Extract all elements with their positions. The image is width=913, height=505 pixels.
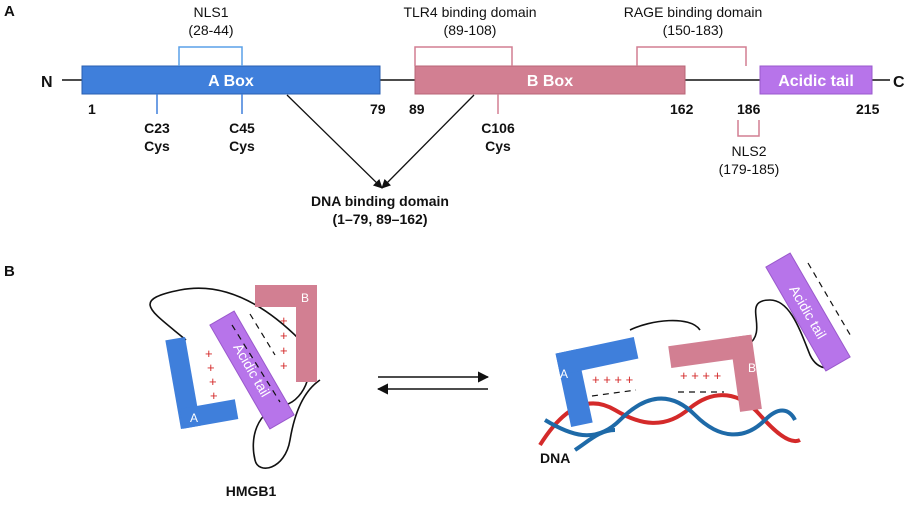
- nls2-bracket: [737, 120, 760, 137]
- acidic-tail-shape-closed: [209, 310, 295, 430]
- panel-b: B A B Acidic tail: [4, 252, 853, 499]
- tlr4-bracket: [414, 46, 513, 66]
- position-1: 1: [88, 101, 96, 117]
- b-box-shape-bound: [668, 334, 762, 412]
- nls1-range: (28-44): [188, 22, 233, 38]
- plus-a-1: +: [205, 346, 213, 361]
- position-89: 89: [409, 101, 425, 117]
- tail-negative-charges-bound: [807, 262, 853, 339]
- n-terminus-label: N: [41, 74, 53, 91]
- plus-a-3: +: [209, 374, 217, 389]
- hmgb1-dna-bound-state: A B + + + + + + + + Acidic tail DNA: [538, 252, 853, 466]
- a-box-letter-bound: A: [560, 367, 568, 381]
- c23-residue: Cys: [144, 138, 170, 154]
- panel-a: A N C A Box B Box Acidic tail 1 79 89 16…: [4, 3, 905, 227]
- c45-residue: Cys: [229, 138, 255, 154]
- plus-b-3: +: [280, 343, 288, 358]
- plus-b-4: +: [280, 358, 288, 373]
- nls1-bracket: [178, 46, 243, 66]
- tail-negative-charges-b: [249, 313, 276, 356]
- c106-residue: Cys: [485, 138, 511, 154]
- hmgb1-caption: HMGB1: [226, 483, 277, 499]
- panel-b-label: B: [4, 263, 15, 280]
- dna-strand-blue-tail: [573, 428, 616, 452]
- plus-row-a-bound: + + + +: [592, 372, 633, 387]
- dna-label: DNA: [540, 450, 570, 466]
- b-box-letter-bound: B: [748, 361, 756, 375]
- dna-binding-arrow-b: [381, 94, 475, 189]
- tail-negative-charges-a: [231, 324, 281, 403]
- position-79: 79: [370, 101, 386, 117]
- linker-loop: [149, 287, 321, 469]
- rage-bracket: [636, 46, 747, 66]
- plus-b-2: +: [280, 328, 288, 343]
- plus-a-4: +: [210, 388, 218, 403]
- dna-negative-charges-a: [591, 389, 637, 397]
- a-box-shape-closed: [165, 336, 239, 430]
- nls2-range: (179-185): [719, 161, 780, 177]
- b-box-label: B Box: [527, 73, 573, 90]
- b-box-domain: [414, 65, 686, 95]
- position-186: 186: [737, 101, 761, 117]
- b-box-letter-closed: B: [301, 291, 309, 305]
- position-162: 162: [670, 101, 694, 117]
- c106-position: C106: [481, 120, 515, 136]
- c45-position: C45: [229, 120, 255, 136]
- linker-ab: [629, 319, 701, 331]
- a-box-domain: [81, 65, 381, 95]
- nls1-name: NLS1: [193, 4, 228, 20]
- tlr4-name: TLR4 binding domain: [403, 4, 536, 20]
- a-box-shape-bound: [555, 337, 639, 428]
- dna-binding-name: DNA binding domain: [311, 193, 449, 209]
- rage-range: (150-183): [663, 22, 724, 38]
- plus-a-2: +: [207, 360, 215, 375]
- dna-binding-range: (1–79, 89–162): [333, 211, 428, 227]
- acidic-tail-domain: [759, 65, 873, 95]
- equilibrium-arrows: [376, 371, 490, 395]
- plus-row-b-bound: + + + +: [680, 368, 721, 383]
- a-box-letter-closed: A: [190, 411, 198, 425]
- rage-name: RAGE binding domain: [624, 4, 763, 20]
- panel-a-label: A: [4, 3, 15, 20]
- plus-b-1: +: [280, 313, 288, 328]
- acidic-tail-label: Acidic tail: [778, 73, 854, 90]
- tlr4-range: (89-108): [444, 22, 497, 38]
- nls2-name: NLS2: [731, 143, 766, 159]
- c23-position: C23: [144, 120, 170, 136]
- c-terminus-label: C: [893, 74, 905, 91]
- b-box-shape-closed: [255, 285, 317, 382]
- hmgb1-closed-state: A B Acidic tail + + + + + + + +: [149, 285, 321, 499]
- dna-binding-arrow-a: [286, 94, 383, 189]
- position-215: 215: [856, 101, 880, 117]
- a-box-label: A Box: [208, 73, 254, 90]
- acidic-tail-shape-bound: [765, 252, 851, 372]
